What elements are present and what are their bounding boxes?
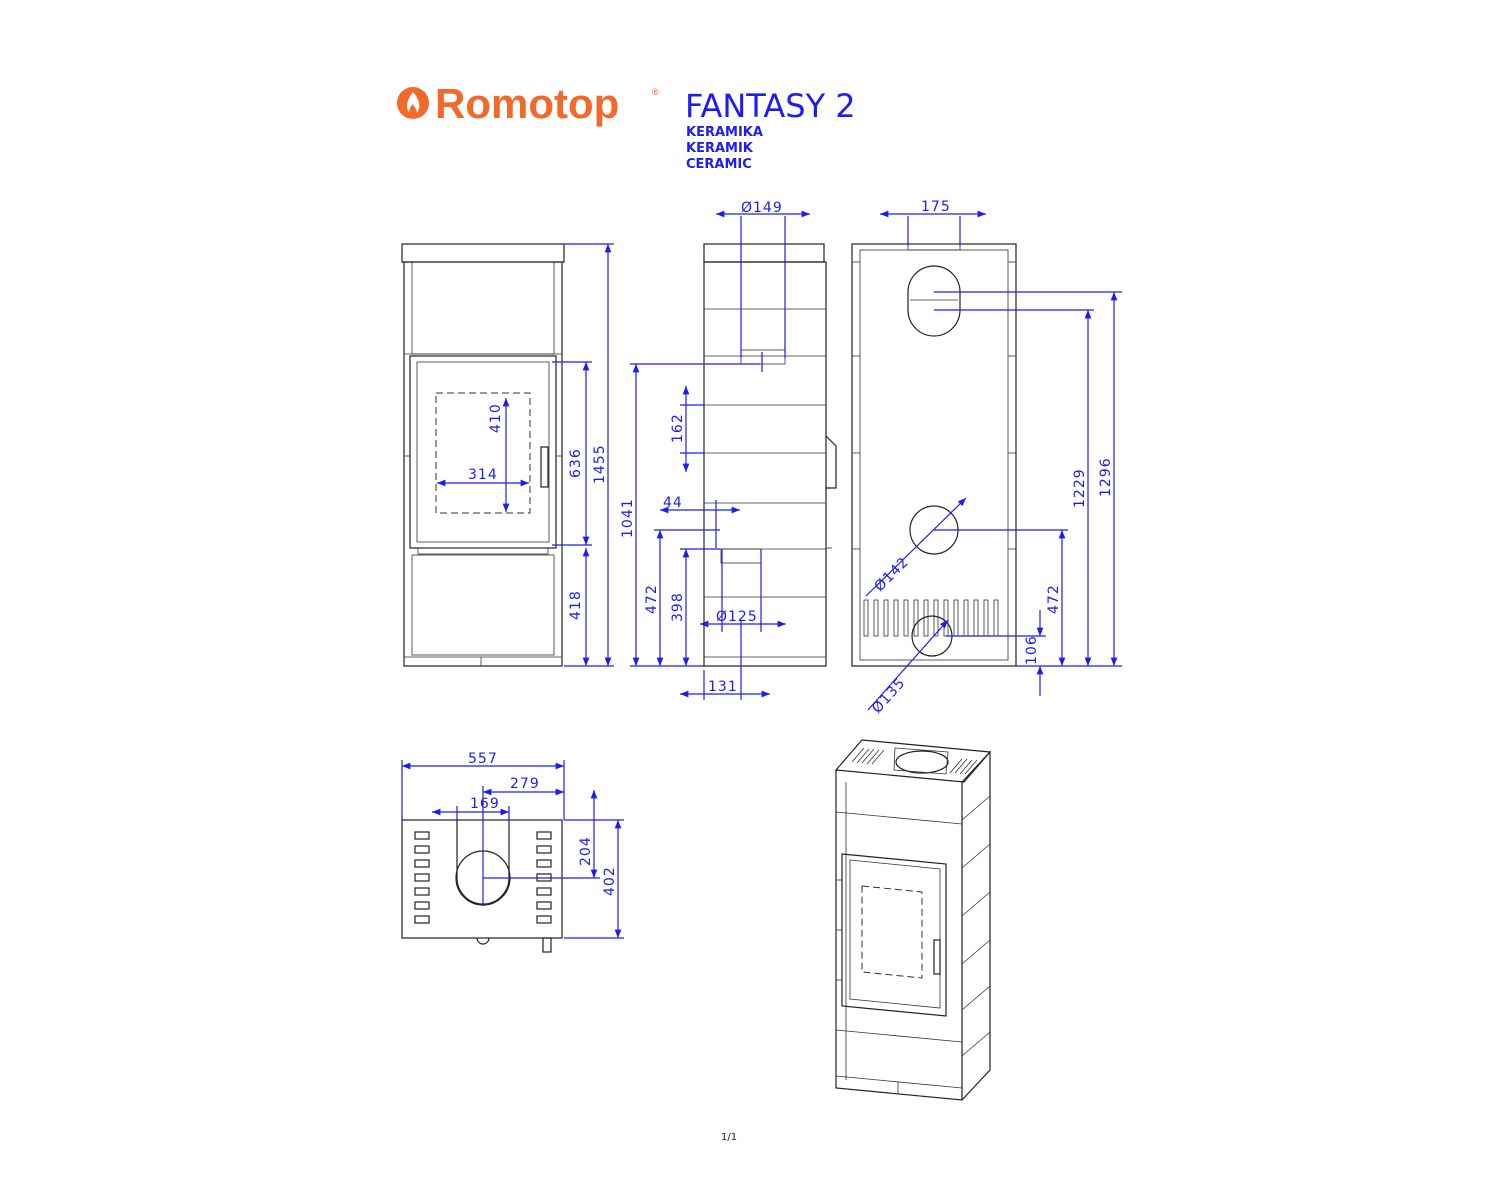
dim-fire-width: 314 bbox=[468, 467, 498, 483]
dim-air-diameter: Ø125 bbox=[716, 609, 758, 625]
subtitle-en: CERAMIC bbox=[686, 157, 752, 172]
dim-279: 279 bbox=[510, 776, 540, 792]
brand-logo: Romotop ® bbox=[397, 80, 659, 127]
dim-door-height: 636 bbox=[568, 448, 584, 478]
dim-402: 402 bbox=[602, 866, 618, 896]
dim-131: 131 bbox=[708, 679, 738, 695]
front-view bbox=[401, 243, 565, 667]
dim-204: 204 bbox=[578, 836, 594, 866]
back-view bbox=[851, 243, 1017, 667]
product-title: FANTASY 2 bbox=[685, 87, 856, 125]
brand-name: Romotop bbox=[435, 80, 619, 127]
registered-mark: ® bbox=[652, 87, 659, 97]
back-dimensions: 175 1229 1296 472 Ø142 106 Ø135 bbox=[865, 199, 1122, 717]
dim-flue-diameter: Ø149 bbox=[741, 200, 783, 216]
flame-icon bbox=[397, 87, 429, 119]
dim-rear-flue-diameter: Ø142 bbox=[872, 554, 913, 595]
dim-1229: 1229 bbox=[1072, 468, 1088, 508]
side-view bbox=[703, 243, 837, 667]
top-dimensions: 557 279 169 204 402 bbox=[401, 751, 624, 939]
dim-1296: 1296 bbox=[1098, 457, 1114, 497]
isometric-view bbox=[834, 739, 992, 1101]
page-number: 1/1 bbox=[721, 1132, 737, 1143]
dim-air-diameter-back: Ø135 bbox=[869, 675, 909, 717]
dim-175: 175 bbox=[921, 199, 951, 215]
dim-1041: 1041 bbox=[620, 498, 636, 538]
dim-44: 44 bbox=[663, 495, 683, 511]
dim-fire-height: 410 bbox=[488, 403, 504, 433]
side-dimensions: Ø149 1041 162 44 472 398 Ø125 131 bbox=[620, 200, 810, 700]
dim-472-back: 472 bbox=[1046, 584, 1062, 614]
subtitle-cz: KERAMIKA bbox=[686, 125, 763, 140]
subtitle-de: KERAMIK bbox=[686, 141, 754, 156]
dim-169: 169 bbox=[470, 796, 500, 812]
dim-base-height: 418 bbox=[568, 590, 584, 620]
top-view bbox=[401, 819, 563, 953]
dim-398: 398 bbox=[670, 592, 686, 622]
front-dimensions: 410 314 636 1455 418 bbox=[437, 243, 614, 667]
dim-width-557: 557 bbox=[468, 751, 498, 767]
dim-106: 106 bbox=[1024, 635, 1040, 665]
dim-162: 162 bbox=[670, 413, 686, 443]
dim-472-side: 472 bbox=[644, 584, 660, 614]
dim-total-height: 1455 bbox=[592, 444, 608, 484]
